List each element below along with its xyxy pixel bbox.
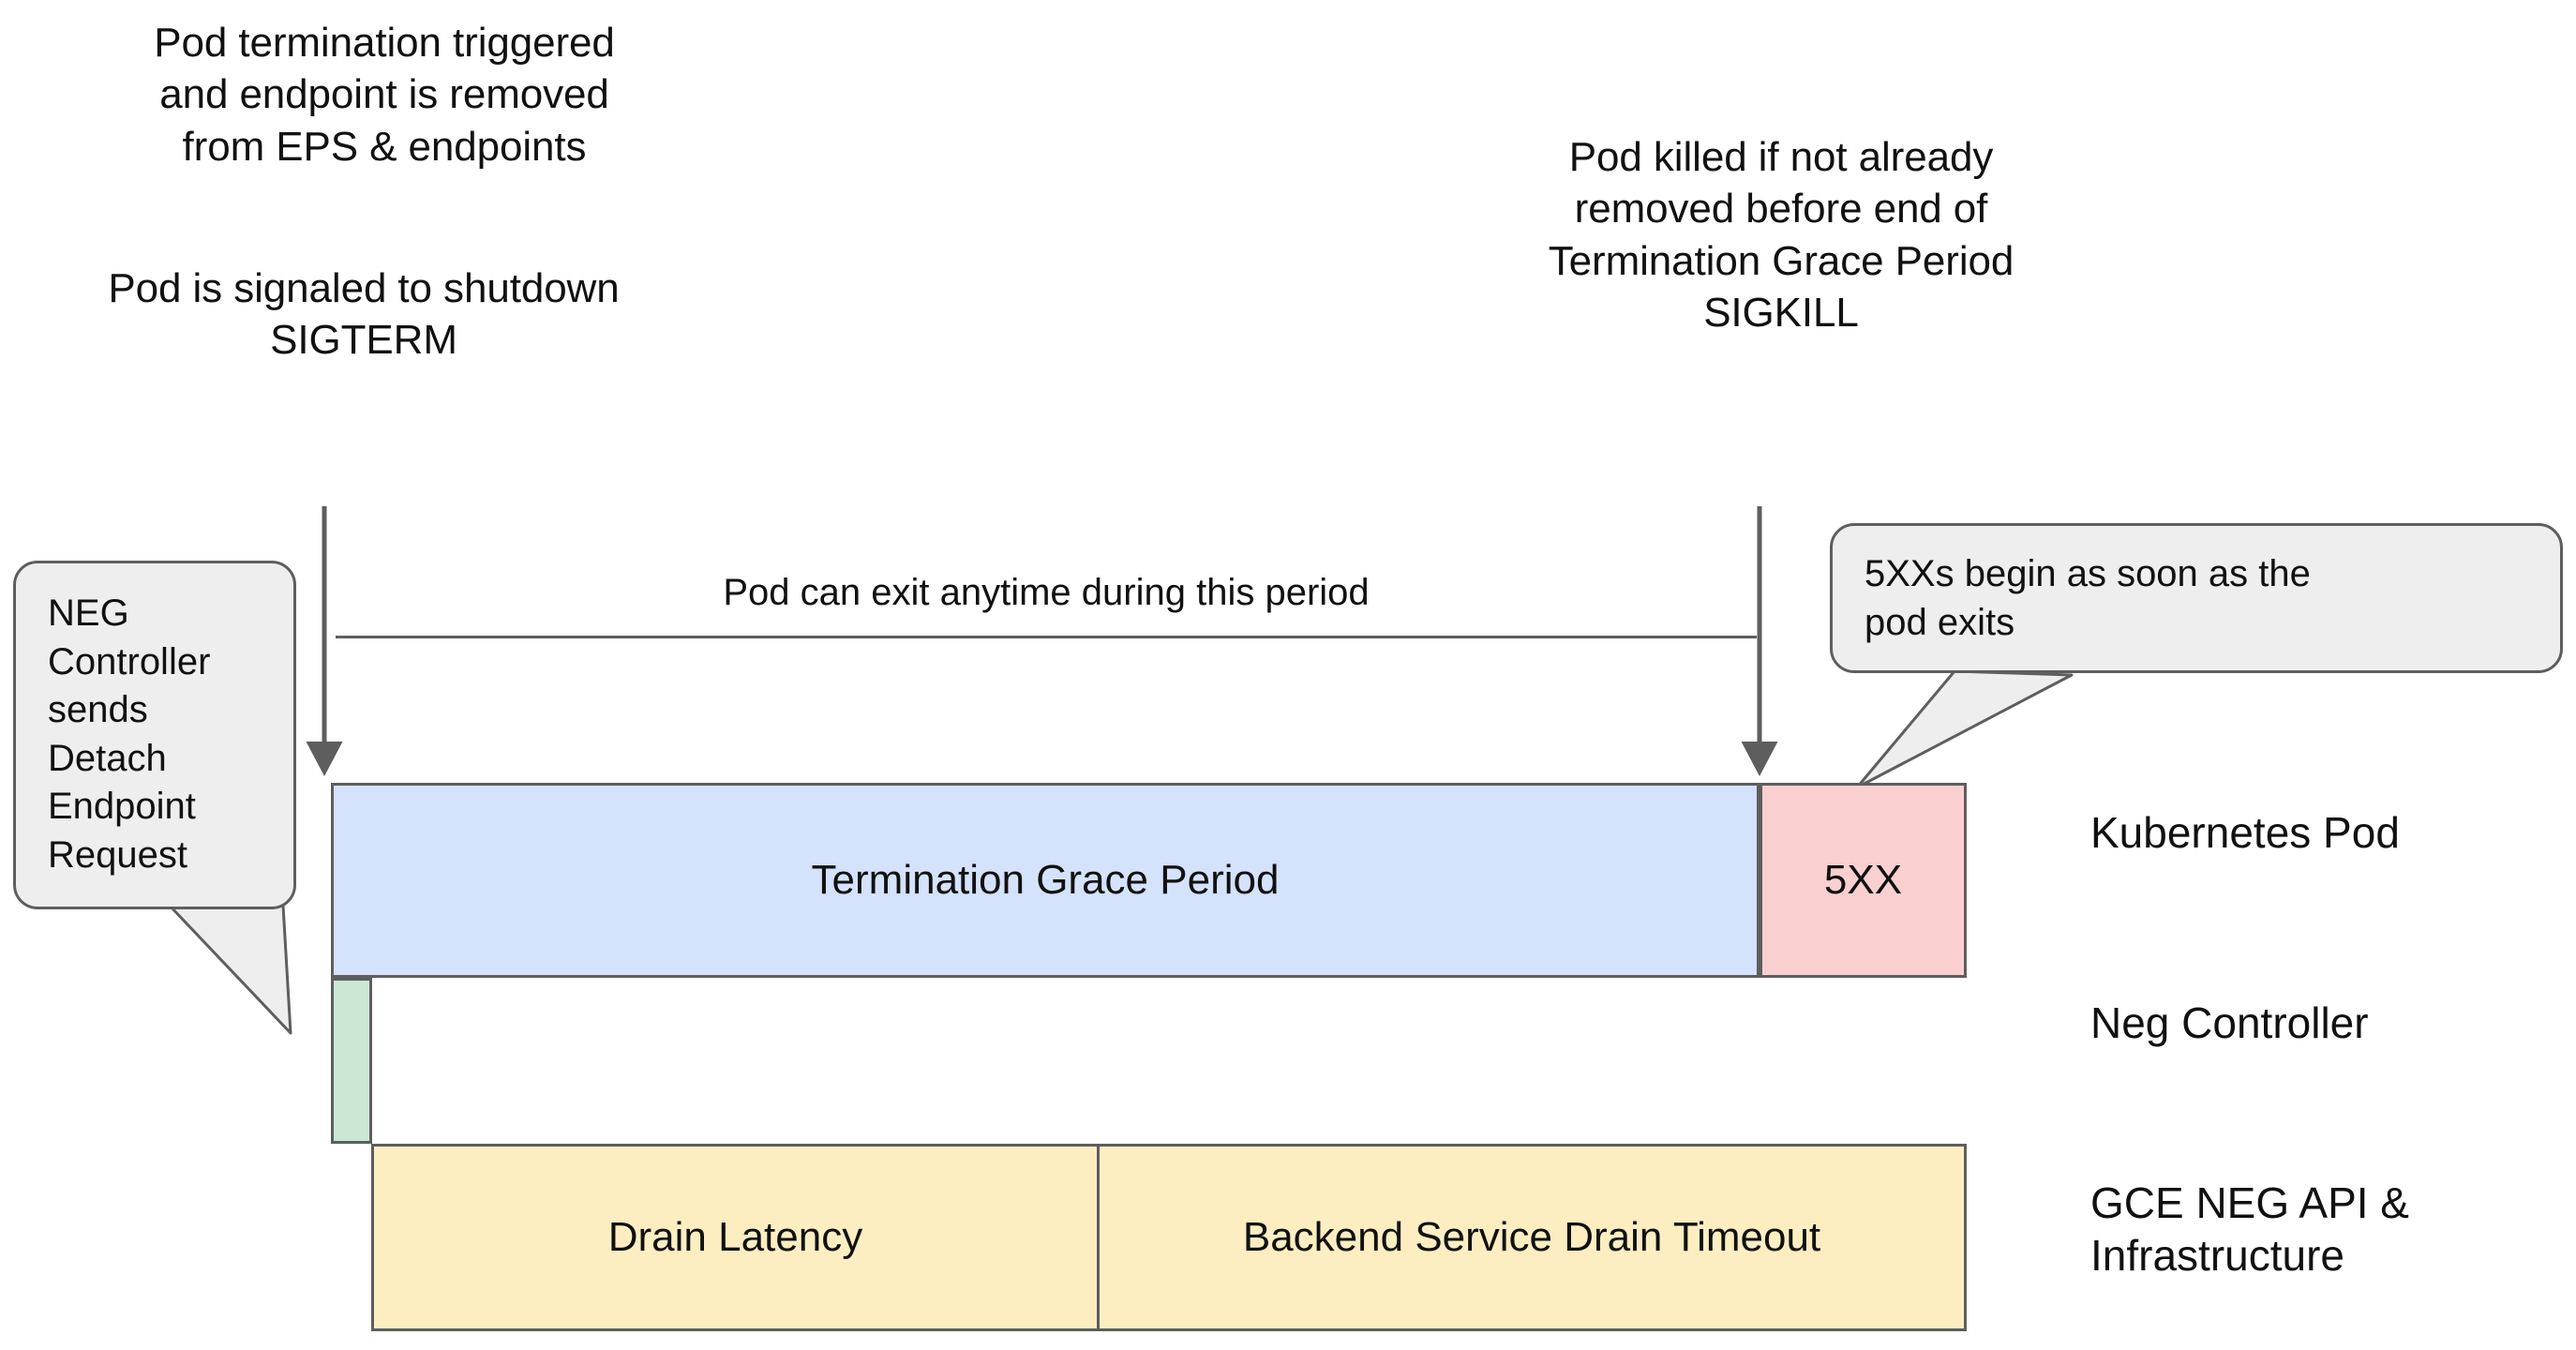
annotation-pod-termination-triggered: Pod termination triggered and endpoint i… — [154, 20, 615, 170]
callout-tail-neg-controller — [167, 903, 292, 1035]
annotation-pod-killed-sigkill: Pod killed if not already removed before… — [1548, 134, 2014, 337]
callout-tail-5xx — [1855, 669, 2074, 789]
bar-neg-controller — [331, 978, 372, 1144]
bar-termination-grace-period: Termination Grace Period — [331, 783, 1760, 978]
bar-backend-service-drain-timeout: Backend Service Drain Timeout — [1097, 1144, 1967, 1331]
annotation-pod-signaled-shutdown: Pod is signaled to shutdown SIGTERM — [108, 265, 620, 364]
bar-label-drain-latency: Drain Latency — [607, 1214, 863, 1260]
bar-label-termination-grace-period: Termination Grace Period — [811, 857, 1280, 903]
row-label-kubernetes-pod: Kubernetes Pod — [2090, 808, 2400, 857]
period-bracket-label: Pod can exit anytime during this period — [723, 572, 1370, 613]
bar-label-backend-service-drain-timeout: Backend Service Drain Timeout — [1242, 1214, 1821, 1260]
row-label-gce-neg-api: GCE NEG API & Infrastructure — [2090, 1178, 2409, 1281]
bar-5xx: 5XX — [1760, 783, 1967, 978]
callout-5xx-begin: 5XXs begin as soon as the pod exits — [1830, 523, 2563, 673]
bar-drain-latency: Drain Latency — [371, 1144, 1100, 1331]
row-label-neg-controller: Neg Controller — [2090, 998, 2369, 1047]
bar-label-5xx: 5XX — [1823, 857, 1903, 903]
callout-neg-controller-detach: NEG Controller sends Detach Endpoint Req… — [13, 561, 296, 909]
period-bracket-line — [336, 636, 1757, 638]
